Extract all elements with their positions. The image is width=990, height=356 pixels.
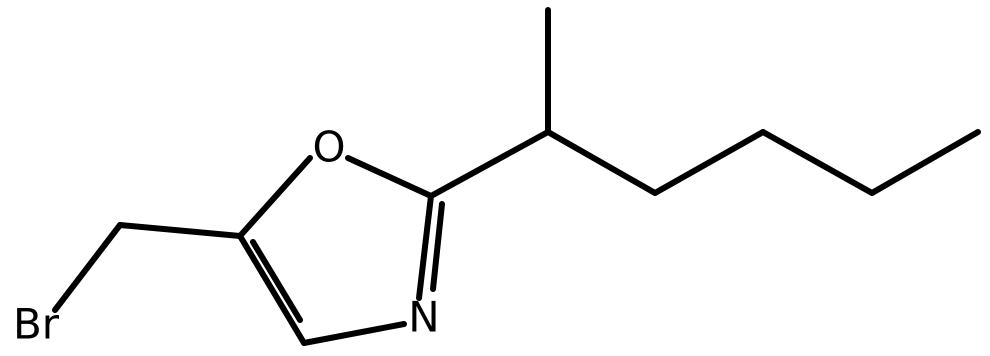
bond-c2-n-inner (430, 201, 445, 292)
bond-c2-n-outer (416, 193, 434, 301)
bond-c3-c4 (652, 129, 766, 196)
bromine-atom-label: Br (13, 300, 60, 349)
bond-c5-ch2 (117, 222, 243, 239)
oxygen-atom-label: O (312, 123, 345, 172)
bond-c5-c6 (869, 129, 981, 196)
bond-c4-c5-outer (237, 233, 307, 346)
bond-ch2-br (52, 222, 123, 313)
bond-c5-o (237, 155, 313, 239)
bond-c4-c5-inner (250, 239, 303, 323)
bond-n-c4 (301, 321, 407, 346)
bond-c4-c5-chain (760, 129, 875, 196)
bond-ch-c3 (545, 129, 658, 196)
nitrogen-atom-label: N (408, 293, 439, 342)
bond-o-c2 (345, 155, 434, 199)
bond-c2-ch (428, 129, 551, 199)
